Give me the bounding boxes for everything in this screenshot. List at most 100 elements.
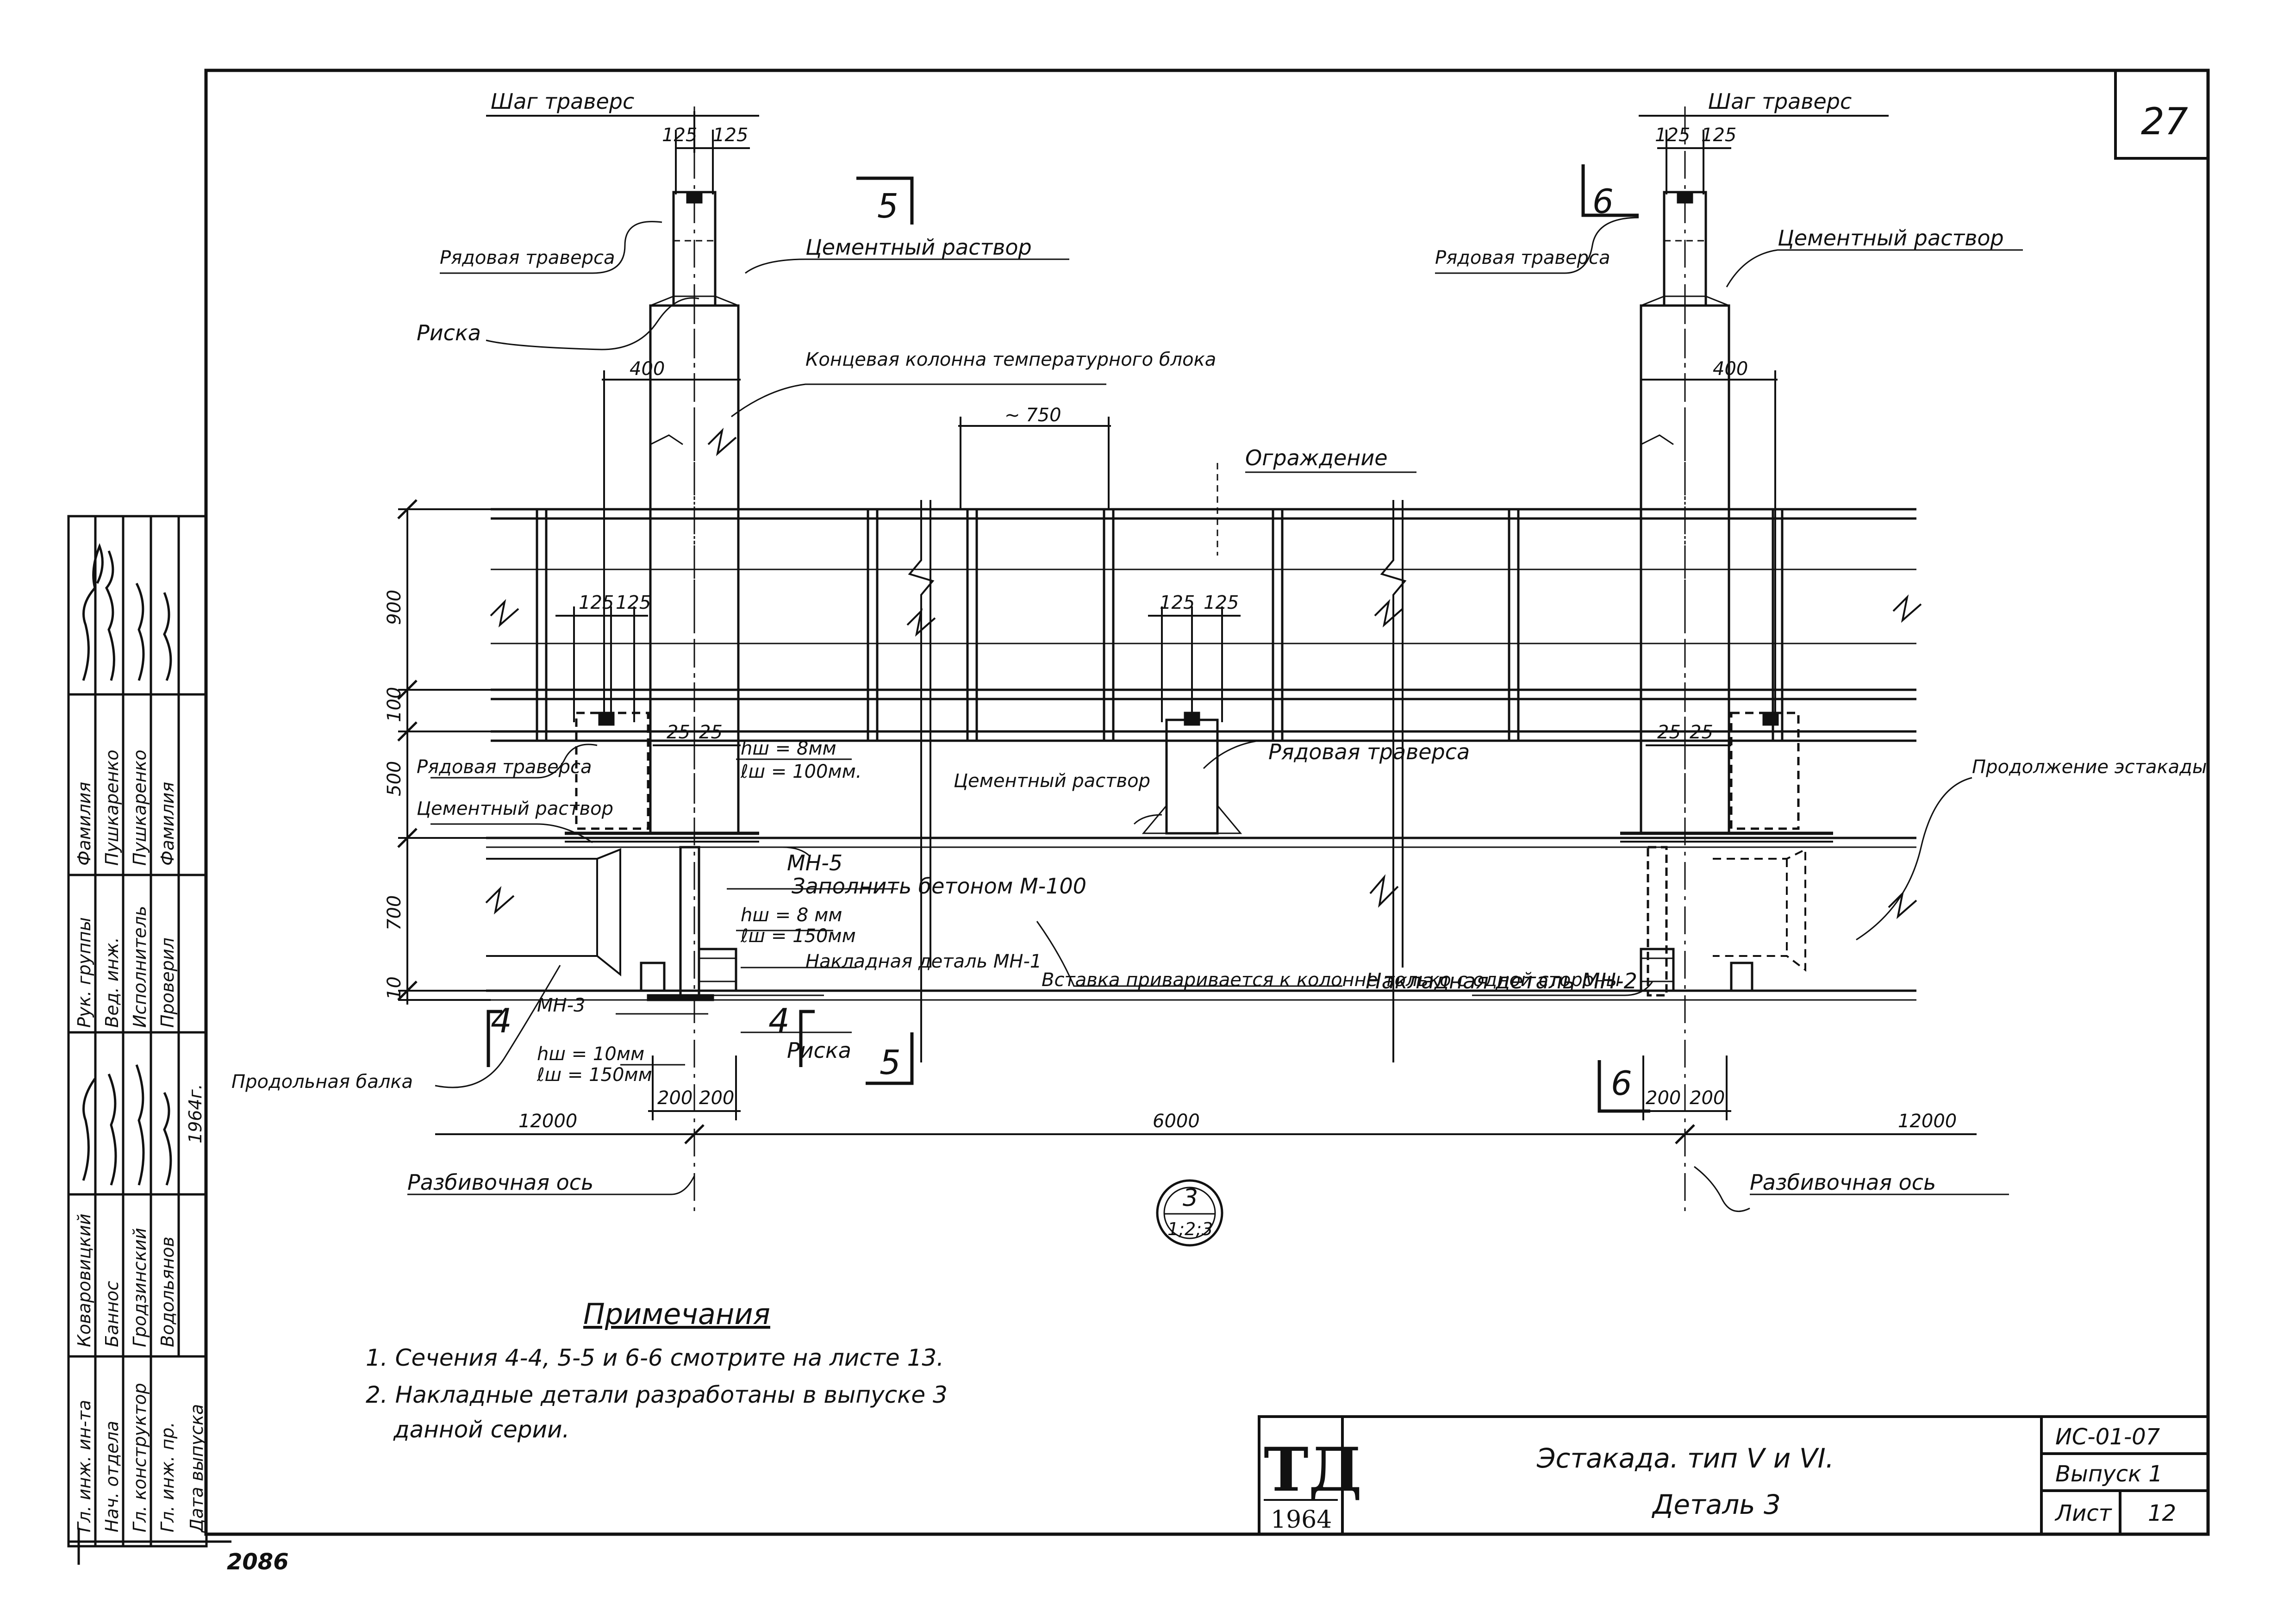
stamp-role2-3: Исполнитель bbox=[130, 906, 150, 1028]
structure bbox=[485, 191, 1922, 1062]
detail-mark-sheets: 1;2;3 bbox=[1167, 1219, 1213, 1239]
dim-6000: 6000 bbox=[1153, 1111, 1200, 1132]
dim-25-4: 25 bbox=[1690, 722, 1713, 743]
title-block-code: ИС-01-07 bbox=[2055, 1424, 2160, 1450]
weld-1-h: hш = 8мм bbox=[741, 738, 836, 759]
dim-200-2: 200 bbox=[699, 1087, 734, 1109]
label-prodolnaya-balka: Продольная балка bbox=[231, 1071, 413, 1093]
label-shag-travers-left: Шаг траверс bbox=[491, 89, 634, 114]
stamp-name-1: Коваровицкий bbox=[74, 1213, 94, 1347]
detail-mark: 3 1;2;3 bbox=[1156, 1179, 1223, 1247]
notes: Примечания 1. Сечения 4-4, 5-5 и 6-6 смо… bbox=[366, 1297, 948, 1443]
weld-1-l: ℓш = 100мм. bbox=[740, 761, 861, 782]
stamp-name2-2: Пушкаренко bbox=[130, 750, 150, 866]
axis-lines bbox=[693, 106, 1686, 1213]
label-shag-travers-right: Шаг траверс bbox=[1708, 89, 1852, 114]
stamp-role2-1: Рук. группы bbox=[74, 917, 94, 1028]
stamp-name-2: Баннос bbox=[102, 1281, 122, 1347]
dim-v900: 900 bbox=[384, 590, 405, 625]
title-block-sheet-no: 12 bbox=[2148, 1500, 2176, 1526]
title-block-issue: Выпуск 1 bbox=[2055, 1461, 2163, 1487]
title-block-year: 1964 bbox=[1271, 1506, 1332, 1534]
stamp-name-3: Гродзинский bbox=[130, 1228, 150, 1347]
stamp-role-4: Гл. инж. пр. bbox=[157, 1422, 178, 1532]
section-5-bottom: 5 bbox=[880, 1043, 901, 1082]
stamp-name-4: Водольянов bbox=[157, 1237, 178, 1347]
label-nakladnaya-mn1: Накладная деталь МН-1 bbox=[805, 951, 1042, 972]
label-nakladnaya-mn2: Накладная деталь МН-2 bbox=[1366, 968, 1637, 993]
notes-line-2: 2. Накладные детали разработаны в выпуск… bbox=[366, 1381, 948, 1408]
label-prodolzhenie: Продолжение эстакады bbox=[1972, 756, 2207, 778]
dim-400-left: 400 bbox=[630, 358, 665, 380]
dim-200-4: 200 bbox=[1690, 1087, 1725, 1109]
label-ryadovaya-traversa-left: Рядовая траверса bbox=[440, 247, 615, 269]
label-mn5: МН-5 bbox=[787, 850, 842, 875]
section-5-top: 5 bbox=[877, 187, 898, 225]
label-ograzhdenie: Ограждение bbox=[1245, 445, 1388, 470]
label-ryadovaya-traversa-right: Рядовая траверса bbox=[1435, 247, 1610, 269]
section-4-right: 4 bbox=[768, 1001, 790, 1040]
title-block-subtitle: Деталь 3 bbox=[1651, 1489, 1781, 1520]
stamp-role-2: Нач. отдела bbox=[102, 1421, 122, 1532]
label-mn3: МН-3 bbox=[537, 995, 585, 1016]
dim-25-3: 25 bbox=[1657, 722, 1681, 743]
notes-heading: Примечания bbox=[583, 1297, 770, 1331]
stamp-name2-1: Пушкаренко bbox=[102, 750, 122, 866]
dimension-values: 125 125 125 125 400 400 ~ 750 125 125 12… bbox=[384, 125, 1957, 1132]
dim-125-4: 125 bbox=[1701, 125, 1736, 146]
title-block-title: Эстакада. тип V и VI. bbox=[1536, 1443, 1834, 1474]
label-cement-top-right: Цементный раствор bbox=[1778, 225, 2004, 250]
dim-125-7: 125 bbox=[1160, 592, 1195, 613]
dim-400-right: 400 bbox=[1713, 358, 1748, 380]
label-razbiv-right: Разбивочная ось bbox=[1750, 1170, 1936, 1195]
dim-v500: 500 bbox=[384, 761, 405, 796]
notes-line-1: 1. Сечения 4-4, 5-5 и 6-6 смотрите на ли… bbox=[366, 1344, 944, 1371]
label-riska-bottom: Риска bbox=[787, 1038, 851, 1063]
stamp-name2-3: Фамилия bbox=[157, 782, 178, 866]
section-6-top: 6 bbox=[1592, 182, 1614, 221]
detail-mark-number: 3 bbox=[1183, 1184, 1198, 1212]
section-6-bottom: 6 bbox=[1611, 1064, 1632, 1103]
label-koncevaya: Концевая колонна температурного блока bbox=[805, 349, 1216, 370]
stamp-role-1: Гл. инж. ин-та bbox=[74, 1400, 94, 1532]
weld-2-h: hш = 8 мм bbox=[741, 905, 842, 926]
dim-12000-right: 12000 bbox=[1898, 1111, 1957, 1132]
dim-25-1: 25 bbox=[667, 722, 690, 743]
label-ryadovaya-traversa-low: Рядовая траверса bbox=[417, 756, 592, 778]
dim-125-3: 125 bbox=[1655, 125, 1690, 146]
section-markers bbox=[487, 164, 1650, 1113]
weld-3-l: ℓш = 150мм bbox=[537, 1064, 652, 1086]
stamp-role-3: Гл. конструктор bbox=[130, 1383, 150, 1532]
dim-125-2: 125 bbox=[713, 125, 748, 146]
weld-3-h: hш = 10мм bbox=[537, 1043, 644, 1065]
dim-v100: 100 bbox=[384, 687, 405, 722]
label-razbiv-left: Разбивочная ось bbox=[407, 1170, 593, 1195]
dim-750: ~ 750 bbox=[1004, 405, 1061, 426]
section-numbers: 5 6 4 4 5 6 bbox=[491, 182, 1632, 1103]
label-riska-top: Риска bbox=[417, 320, 481, 345]
signatures bbox=[82, 543, 172, 1186]
weld-2-l: ℓш = 150мм bbox=[740, 925, 856, 947]
side-stamp bbox=[67, 515, 231, 1565]
dim-200-3: 200 bbox=[1646, 1087, 1681, 1109]
stamp-fam-header: Фамилия bbox=[74, 782, 94, 866]
stamp-number: 2086 bbox=[227, 1549, 289, 1575]
dim-125-5: 125 bbox=[579, 592, 614, 613]
weld-annotations: hш = 8мм ℓш = 100мм. hш = 8 мм ℓш = 150м… bbox=[537, 738, 861, 1086]
leader-lines bbox=[407, 217, 2023, 1212]
notes-line-3: данной серии. bbox=[393, 1416, 569, 1443]
stamp-role2-4: Проверил bbox=[157, 937, 178, 1028]
dim-v700: 700 bbox=[384, 895, 405, 931]
title-block-sheet-label: Лист bbox=[2054, 1500, 2113, 1526]
stamp-date: 1964г. bbox=[185, 1084, 206, 1143]
section-4-left: 4 bbox=[491, 1001, 512, 1040]
labels: Шаг траверс Шаг траверс Рядовая траверса… bbox=[231, 89, 2207, 1195]
dim-25-2: 25 bbox=[699, 722, 723, 743]
dim-125-8: 125 bbox=[1204, 592, 1239, 613]
label-vstavka: Вставка приваривается к колонне только с… bbox=[1042, 969, 1621, 991]
dim-125-1: 125 bbox=[662, 125, 697, 146]
label-cement-mid: Цементный раствор bbox=[954, 770, 1150, 792]
label-cement-top-left: Цементный раствор bbox=[805, 235, 1032, 260]
dim-v10: 10 bbox=[384, 976, 405, 1000]
